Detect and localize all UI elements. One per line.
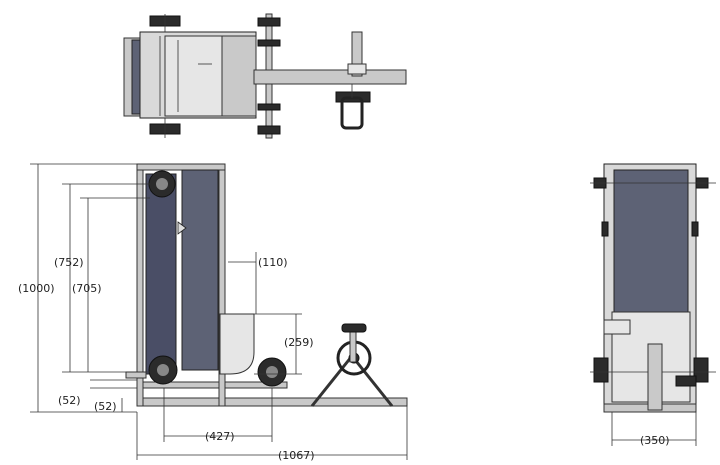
dim-span-427: (427) — [205, 430, 235, 443]
top-tow-bar — [253, 69, 407, 85]
top-left-sprockets — [149, 14, 181, 138]
top-handle-post — [351, 31, 363, 77]
top-view — [123, 13, 407, 139]
dim-height-259: (259) — [284, 336, 314, 349]
front-crank-stand — [310, 323, 394, 407]
top-plate — [164, 35, 224, 117]
dim-length-total: (1067) — [278, 449, 315, 462]
dim-offset-110: (110) — [258, 256, 288, 269]
dim-height-705: (705) — [72, 282, 102, 295]
dim-bottom-52: (52) — [94, 400, 117, 413]
dim-height-752: (752) — [54, 256, 84, 269]
front-panel — [181, 169, 219, 371]
top-crank-handle — [335, 84, 371, 130]
top-left-roller-strip — [131, 39, 141, 115]
dim-left-52: (52) — [58, 394, 81, 407]
dimension-lines — [30, 163, 697, 460]
dim-width-350: (350) — [640, 434, 670, 447]
front-hopper — [219, 313, 255, 375]
top-hopper — [221, 35, 257, 117]
front-belt — [145, 173, 177, 375]
side-view — [590, 163, 716, 413]
side-panel — [613, 169, 689, 313]
dimension-labels: (1000) (752) (705) (110) (259) (52) (52)… — [18, 256, 670, 462]
front-view — [125, 163, 408, 407]
dim-height-total: (1000) — [18, 282, 55, 295]
